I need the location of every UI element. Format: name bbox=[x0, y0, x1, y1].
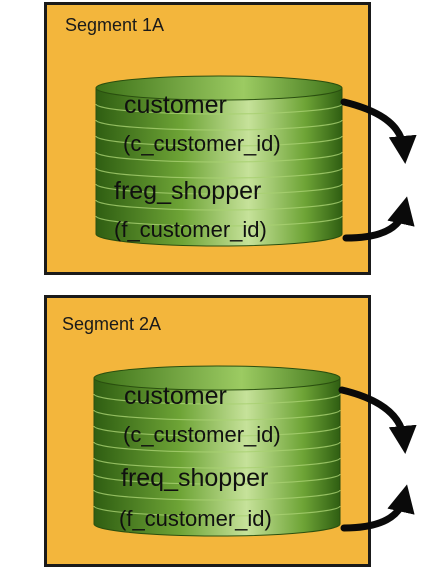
table-name-customer: customer bbox=[124, 382, 227, 410]
table-name-freg-shopper: freg_shopper bbox=[114, 177, 262, 205]
segment-2a-label: Segment 2A bbox=[62, 314, 162, 334]
database-cylinder-icon bbox=[93, 365, 341, 537]
table-name-customer: customer bbox=[124, 91, 227, 119]
table-key-f-customer-id: (f_customer_id) bbox=[114, 217, 267, 242]
curved-arrow-icon bbox=[338, 386, 417, 532]
database-cylinder-icon bbox=[95, 75, 343, 247]
table-key-c-customer-id: (c_customer_id) bbox=[123, 131, 281, 156]
table-key-f-customer-id: (f_customer_id) bbox=[119, 506, 272, 531]
table-key-c-customer-id: (c_customer_id) bbox=[123, 422, 281, 447]
curved-arrow-icon bbox=[340, 98, 417, 242]
table-name-freq-shopper: freq_shopper bbox=[121, 464, 269, 492]
segment-1a-label: Segment 1A bbox=[65, 15, 165, 35]
